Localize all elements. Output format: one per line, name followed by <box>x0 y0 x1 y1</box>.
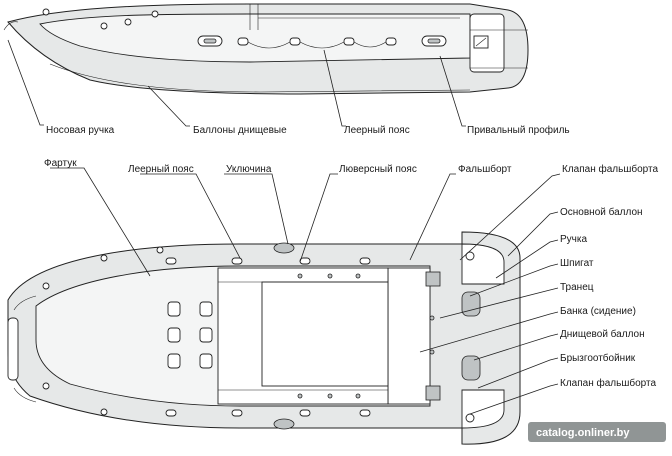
top-bow-eyelets <box>42 246 164 416</box>
leader-bottom-tubes <box>147 85 190 127</box>
side-oarlocks <box>42 8 159 30</box>
top-floor-slats <box>167 301 213 369</box>
label-nose-handle: Носовая ручка <box>46 125 115 136</box>
watermark-text: catalog.onliner.by <box>536 427 630 439</box>
top-transom-bracket-lower <box>425 385 441 401</box>
label-main-tube: Основной баллон <box>560 206 643 218</box>
label-rub-strake: Привальный профиль <box>467 124 570 136</box>
side-keel-line <box>49 63 471 93</box>
top-gunwale-valve-upper <box>465 251 475 261</box>
label-painter: Шпигат <box>560 258 594 269</box>
leader-apron <box>50 167 151 277</box>
top-lifeline-grommets <box>165 257 371 417</box>
label-bottom-tube: Днищевой баллон <box>560 328 645 340</box>
leader-main-tube <box>507 211 559 257</box>
leader-seat <box>419 311 559 353</box>
top-splash-guard-upper <box>461 291 481 317</box>
label-transom: Транец <box>560 282 594 293</box>
top-transom <box>387 267 431 405</box>
side-main-tube <box>39 13 471 63</box>
top-bow-handle <box>7 317 19 381</box>
watermark: catalog.onliner.by <box>528 422 666 442</box>
label-gunwale-valve-bottom: Клапан фальшборта <box>560 377 656 389</box>
leader-oarlock <box>224 173 289 245</box>
leader-lifeline <box>140 173 241 259</box>
leader-grommet-belt <box>299 173 338 263</box>
side-view <box>3 3 529 95</box>
label-seat: Банка (сидение) <box>560 306 636 317</box>
leader-gunwale-valve-top <box>459 173 561 261</box>
label-apron: Фартук <box>44 158 77 169</box>
label-bottom-tubes: Баллоны днищевые <box>193 125 287 136</box>
leader-transom <box>439 287 559 319</box>
leader-bottom-tube <box>473 333 559 361</box>
leader-gunwale-valve-bottom <box>469 383 559 415</box>
label-splash-guard: Брызгоотбойник <box>560 352 636 364</box>
side-handle-1 <box>197 35 223 47</box>
leader-nose-handle <box>7 39 44 126</box>
leader-splash-guard <box>477 357 559 389</box>
label-gunwale-valve-top: Клапан фальшборта <box>562 163 658 175</box>
label-grommet-belt: Люверсный пояс <box>339 164 417 175</box>
label-lifeline: Леерный пояс <box>128 164 194 175</box>
leader-gunwale <box>409 173 456 261</box>
top-leaders <box>50 167 561 415</box>
side-logo-mark <box>475 37 487 47</box>
side-leaders <box>7 39 466 127</box>
top-bow-line-a <box>13 295 37 311</box>
label-oarlock: Уключина <box>226 164 272 175</box>
leader-painter <box>469 263 559 297</box>
top-transom-bracket-upper <box>425 271 441 287</box>
top-gunwale-valve-lower <box>465 413 475 423</box>
side-handle-2 <box>421 35 447 47</box>
label-lifeline-top: Леерный пояс <box>344 125 410 136</box>
leader-rub-strake <box>439 55 466 127</box>
leader-handle <box>495 239 559 279</box>
top-painter-hole <box>429 315 435 321</box>
top-oarlocks <box>273 242 295 430</box>
label-gunwale: Фальшборт <box>458 163 512 175</box>
side-nose-handle <box>3 21 19 31</box>
top-bow-line-b <box>13 387 37 403</box>
top-seat-panel <box>261 281 389 387</box>
leader-lifeline-top <box>323 49 346 127</box>
label-handle: Ручка <box>560 234 587 245</box>
top-view <box>7 231 521 445</box>
top-splash-guard-lower <box>461 355 481 381</box>
top-seat-pin <box>429 349 435 355</box>
top-seat-rivets <box>297 273 361 399</box>
side-lifeline-grommets <box>237 37 397 49</box>
